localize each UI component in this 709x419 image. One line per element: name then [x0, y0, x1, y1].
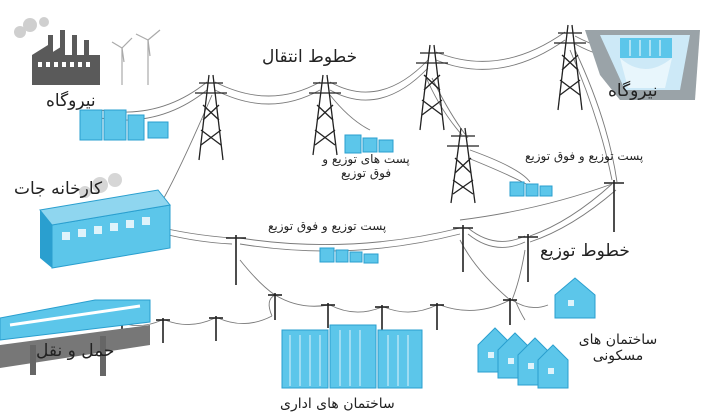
label-distribution-lines: خطوط توزیع	[540, 241, 630, 261]
label-office-buildings: ساختمان های اداری	[280, 396, 395, 412]
label-transportation: حمل و نقل	[36, 341, 115, 361]
label-transmission-lines: خطوط انتقال	[262, 47, 358, 67]
label-substation-right: پست توزیع و فوق توزیع	[525, 149, 644, 163]
label-power-plant-right: نیروگاه	[608, 81, 658, 101]
label-power-plant-left: نیروگاه	[46, 91, 96, 111]
label-substation-mid: پست توزیع و فوق توزیع	[268, 219, 387, 233]
house-icon	[477, 277, 596, 389]
factory-icon	[14, 17, 100, 85]
transmission-tower-icon	[195, 24, 586, 204]
transformer-icon	[319, 134, 553, 264]
wires	[99, 31, 646, 326]
warehouse-icon	[39, 173, 171, 269]
monorail-icon	[0, 299, 151, 376]
label-factories: کارخانه جات	[14, 179, 103, 199]
dam-icon	[585, 30, 700, 100]
office-tower-icon	[281, 324, 423, 389]
label-residential: ساختمان های مسکونی	[578, 332, 658, 365]
wind-turbine-icon	[111, 29, 161, 85]
label-substation-center: پست های توزیع و فوق توزیع	[322, 152, 410, 180]
transformer-icon	[79, 109, 169, 141]
